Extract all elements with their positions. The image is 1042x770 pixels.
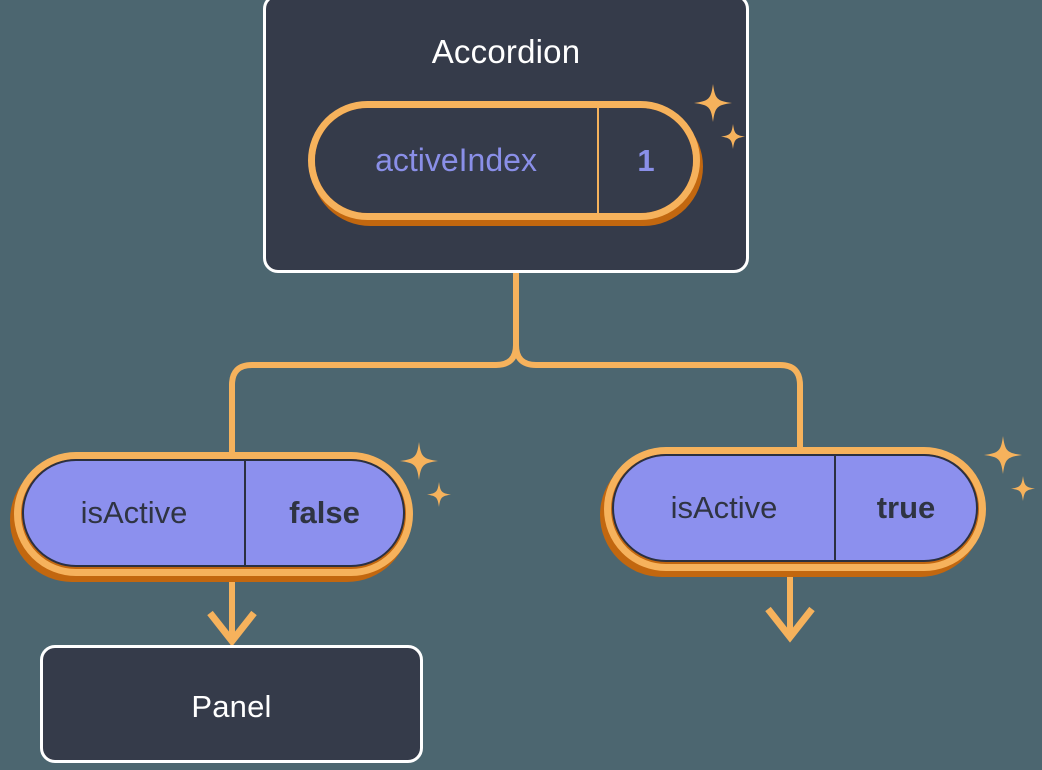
state-value-label: true xyxy=(876,490,936,525)
state-key-label: isActive xyxy=(614,456,836,560)
state-value-label: false xyxy=(289,495,360,530)
state-pill-active-index[interactable]: activeIndex 1 xyxy=(308,101,703,226)
pill-body: isActive true xyxy=(612,454,978,562)
state-key-label: activeIndex xyxy=(315,108,599,213)
pill-body: activeIndex 1 xyxy=(315,108,693,213)
state-value-label: 1 xyxy=(637,142,655,178)
component-node-panel-left[interactable]: Panel xyxy=(40,645,423,763)
pill-body: isActive false xyxy=(22,459,405,567)
state-pill-is-active-false[interactable]: isActive false xyxy=(10,452,413,582)
component-title-panel: Panel xyxy=(191,689,272,724)
state-key-label: isActive xyxy=(24,461,246,565)
component-title-accordion: Accordion xyxy=(431,33,581,70)
state-pill-is-active-true[interactable]: isActive true xyxy=(600,447,986,577)
sparkle-icon xyxy=(982,436,1038,506)
